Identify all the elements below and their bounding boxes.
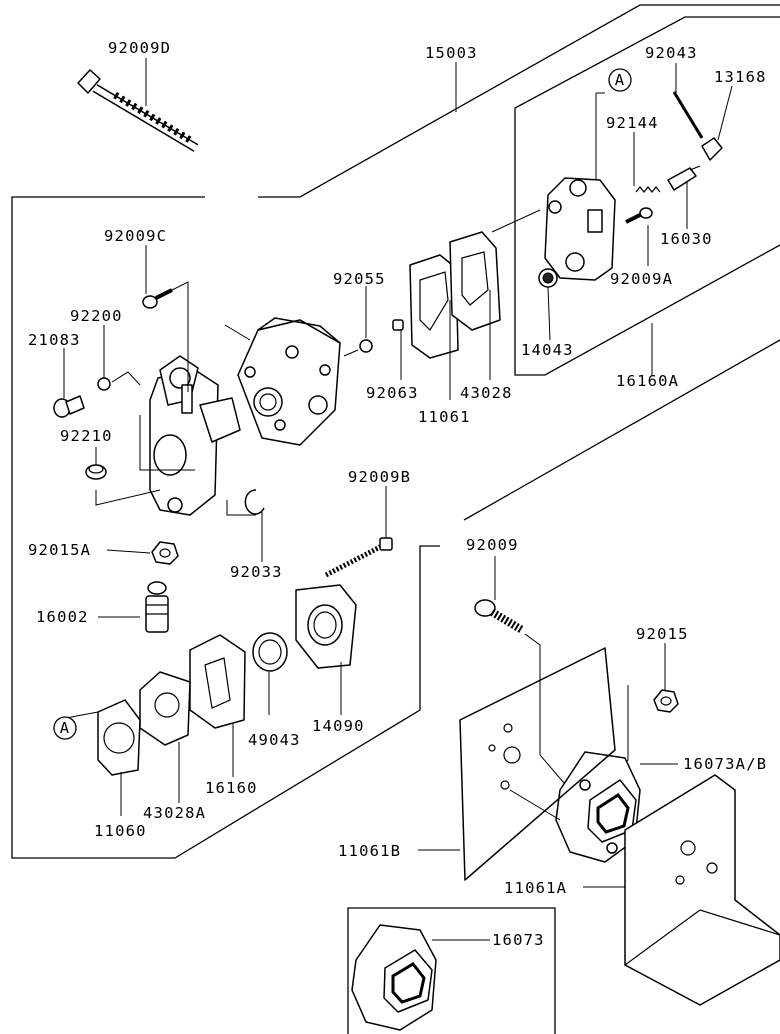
label-43028: 43028 bbox=[460, 384, 513, 402]
label-92033: 92033 bbox=[230, 563, 283, 581]
label-92009A: 92009A bbox=[610, 270, 673, 288]
group-frames bbox=[11, 4, 780, 1034]
label-92210: 92210 bbox=[60, 427, 113, 445]
label-92015A: 92015A bbox=[28, 541, 91, 559]
carburetor-frame-top bbox=[258, 4, 780, 198]
label-92200: 92200 bbox=[70, 307, 123, 325]
pump-subassembly-frame bbox=[514, 16, 780, 376]
callout-A-top: A bbox=[608, 68, 632, 92]
label-16073: 16073 bbox=[492, 931, 545, 949]
label-15003: 15003 bbox=[425, 44, 478, 62]
nut-92015A bbox=[151, 541, 179, 565]
gasket-11061 bbox=[409, 254, 459, 359]
screw-92063 bbox=[392, 319, 404, 331]
heat-shield-11061A bbox=[624, 774, 780, 1006]
leader-lines bbox=[63, 58, 733, 941]
spring-92210 bbox=[85, 464, 161, 506]
label-92009D: 92009D bbox=[108, 39, 171, 57]
label-14090: 14090 bbox=[312, 717, 365, 735]
label-92043: 92043 bbox=[645, 44, 698, 62]
label-21083: 21083 bbox=[28, 331, 81, 349]
carburetor-main-body bbox=[224, 317, 341, 446]
gasket-11061B bbox=[459, 647, 616, 881]
carburetor-frame-left bbox=[11, 196, 440, 859]
label-92055: 92055 bbox=[333, 270, 386, 288]
bolt-92009 bbox=[474, 599, 571, 791]
pin-92043 bbox=[672, 91, 704, 139]
long-bolt-92009D bbox=[77, 69, 199, 152]
primer-bulb-49043 bbox=[252, 632, 288, 672]
clip-92033 bbox=[226, 489, 265, 516]
carburetor-frame-right bbox=[463, 339, 780, 521]
parts-artwork bbox=[53, 69, 780, 1031]
bolt-92009B bbox=[324, 537, 393, 578]
label-92063: 92063 bbox=[366, 384, 419, 402]
screw-92009A bbox=[625, 207, 653, 224]
label-16073AB: 16073A/B bbox=[683, 755, 767, 773]
part-labels: 92009D 15003 92043 13168 92144 16030 920… bbox=[28, 39, 767, 949]
stop-16002 bbox=[145, 581, 169, 633]
adjusting-screw-21083 bbox=[53, 395, 85, 418]
insulator-16073 bbox=[351, 924, 437, 1031]
label-49043: 49043 bbox=[248, 731, 301, 749]
label-92015: 92015 bbox=[636, 625, 689, 643]
screw-92009C bbox=[142, 281, 189, 392]
cover-14090 bbox=[295, 584, 357, 669]
alt-insulator-frame bbox=[347, 907, 556, 1034]
label-92009C: 92009C bbox=[104, 227, 167, 245]
label-16030: 16030 bbox=[660, 230, 713, 248]
throttle-body bbox=[139, 355, 241, 516]
label-92009: 92009 bbox=[466, 536, 519, 554]
lever-13168 bbox=[701, 137, 723, 161]
gasket-11060 bbox=[97, 699, 141, 776]
pump-body-16160A bbox=[491, 177, 616, 281]
callout-A-top-letter: A bbox=[615, 71, 626, 89]
label-11061B: 11061B bbox=[338, 842, 401, 860]
label-13168: 13168 bbox=[714, 68, 767, 86]
label-11061A: 11061A bbox=[504, 879, 567, 897]
label-16002: 16002 bbox=[36, 608, 89, 626]
callout-A-bottom: A bbox=[53, 716, 77, 740]
label-14043: 14043 bbox=[521, 341, 574, 359]
diaphragm-43028 bbox=[449, 231, 501, 331]
label-16160A: 16160A bbox=[616, 372, 679, 390]
spring-92144 bbox=[635, 186, 661, 193]
screen-14043 bbox=[538, 268, 558, 288]
label-16160: 16160 bbox=[205, 779, 258, 797]
pump-cover-16160 bbox=[189, 634, 246, 729]
needle-16030 bbox=[667, 165, 701, 191]
label-11061: 11061 bbox=[418, 408, 471, 426]
callout-A-bottom-letter: A bbox=[60, 719, 71, 737]
washer-92200 bbox=[97, 371, 141, 391]
label-11060: 11060 bbox=[94, 822, 147, 840]
label-92144: 92144 bbox=[606, 114, 659, 132]
o-ring-92055 bbox=[343, 339, 373, 357]
label-92009B: 92009B bbox=[348, 468, 411, 486]
diaphragm-43028A bbox=[139, 671, 191, 746]
label-43028A: 43028A bbox=[143, 804, 206, 822]
